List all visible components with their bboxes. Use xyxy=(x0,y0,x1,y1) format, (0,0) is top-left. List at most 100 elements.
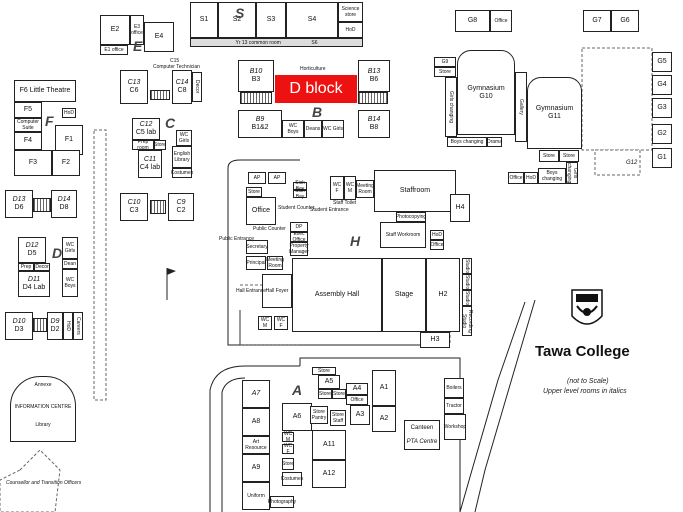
room-exec-office: Exec Office xyxy=(290,231,308,243)
room-a9: A9 xyxy=(242,454,270,482)
room-office-gym: Office xyxy=(508,172,524,184)
room-f4: F4 xyxy=(14,132,42,150)
room-science-store: Science store xyxy=(338,2,363,22)
room-store-c: Store xyxy=(154,140,166,150)
room-staff-workroom: Staff Workroom xyxy=(380,222,426,248)
room-wc-m-a: WC M xyxy=(282,431,294,443)
label-c15: C15 xyxy=(170,58,180,64)
room-decor-d: Decor xyxy=(34,263,50,271)
room-photography: Photography xyxy=(268,496,296,508)
block-letter-a: A xyxy=(292,382,303,398)
room-s3: S3 xyxy=(256,2,286,38)
room-g3: G3 xyxy=(652,98,672,118)
room-sick-bay: Sick Bay xyxy=(293,180,307,192)
room-hod-s: HoD xyxy=(338,22,363,38)
counsellor-outline xyxy=(0,449,61,512)
room-boilers: Boilers xyxy=(444,378,464,398)
room-wc-boys-d: WC Boys xyxy=(62,269,78,297)
room-costumes: Costumes xyxy=(170,168,194,178)
room-g2: G2 xyxy=(652,124,672,144)
room-s2: S2 xyxy=(218,2,256,38)
field-outline xyxy=(581,47,653,151)
room-ap1: AP xyxy=(248,172,266,184)
g12-outline xyxy=(594,149,641,176)
room-s4: S4 xyxy=(286,2,338,38)
room-g12: G12 xyxy=(626,160,638,166)
walkway-a-west xyxy=(209,365,300,512)
annexe-label: Annexe xyxy=(34,382,52,388)
room-hod-f: HoD xyxy=(62,108,76,118)
room-wc-f-h: WC F xyxy=(274,316,288,330)
school-name: Tawa College xyxy=(535,343,630,360)
room-f5: F5 xyxy=(14,102,42,118)
room-g1: G1 xyxy=(652,148,672,168)
room-a3: A3 xyxy=(350,405,370,425)
stairs-c2 xyxy=(150,200,166,214)
walkway-east xyxy=(459,301,526,512)
library-ic-label: Library xyxy=(35,422,51,428)
room-store-a-3: Store xyxy=(332,389,346,399)
room-a11: A11 xyxy=(312,430,346,460)
label-student-counter: Student Counter xyxy=(278,205,315,211)
room-computer-suite: Computer Suite xyxy=(14,118,42,132)
room-studio-1: Studio xyxy=(462,258,472,274)
room-boys-changing-2: Boys changing xyxy=(538,168,566,184)
room-art-resource: Art Resource xyxy=(242,436,270,454)
room-property: Property Manager xyxy=(289,242,309,256)
walkway-east-inner xyxy=(474,299,536,512)
room-wc-h1: WC F xyxy=(330,176,344,200)
room-assembly-hall: Assembly Hall xyxy=(292,258,382,332)
room-dean-d: Dean xyxy=(62,259,78,269)
room-store-a-4: Store xyxy=(282,458,294,470)
room-h4: H4 xyxy=(450,194,470,222)
room-g5: G5 xyxy=(652,52,672,72)
room-hall-foyer: Hall Foyer xyxy=(262,274,292,308)
room-g9: G9 xyxy=(434,57,456,67)
room-wc-boys-b: WC Boys xyxy=(282,120,304,138)
room-a7: A7 xyxy=(242,380,270,408)
room-store-pantry: Store Pantry xyxy=(310,406,328,424)
room-store-gym: Store xyxy=(539,150,559,162)
room-recording: Recording Studio xyxy=(461,306,473,336)
block-letter-f: F xyxy=(45,113,54,129)
room-girls-changing: Girls changing xyxy=(445,77,457,137)
room-store-g: Store xyxy=(434,67,456,77)
room-f6: F6 Little Theatre xyxy=(14,80,76,102)
room-g8: G8 xyxy=(455,10,490,32)
room-e4: E4 xyxy=(144,22,174,52)
room-staffroom: Staffroom xyxy=(374,170,456,212)
room-office-g: Office xyxy=(490,10,512,32)
room-careers: Careers xyxy=(73,312,83,340)
room-studio-3: Studio xyxy=(462,290,472,306)
room-a2: A2 xyxy=(372,406,396,432)
room-decor-c: Decor xyxy=(192,72,202,102)
room-boys-changing: Boys changing xyxy=(447,137,487,147)
room-a5: A5 xyxy=(318,375,340,389)
block-letter-e: E xyxy=(133,38,143,54)
stairs-d xyxy=(33,198,51,212)
room-principal: Principal xyxy=(246,256,266,270)
room-english-library: English Library xyxy=(172,146,192,168)
school-crest xyxy=(571,289,603,325)
room-hod-h: HoD xyxy=(430,230,444,240)
room-ap2: AP xyxy=(268,172,286,184)
label-horticulture: Horticulture xyxy=(300,66,326,72)
label-comp-tech: Computer Technician xyxy=(153,64,200,70)
room-g4: G4 xyxy=(652,75,672,95)
label-public-entrance: Public Entrance xyxy=(219,236,255,242)
room-hod-gym: HoD xyxy=(524,172,538,184)
room-stage: Stage xyxy=(382,258,426,332)
